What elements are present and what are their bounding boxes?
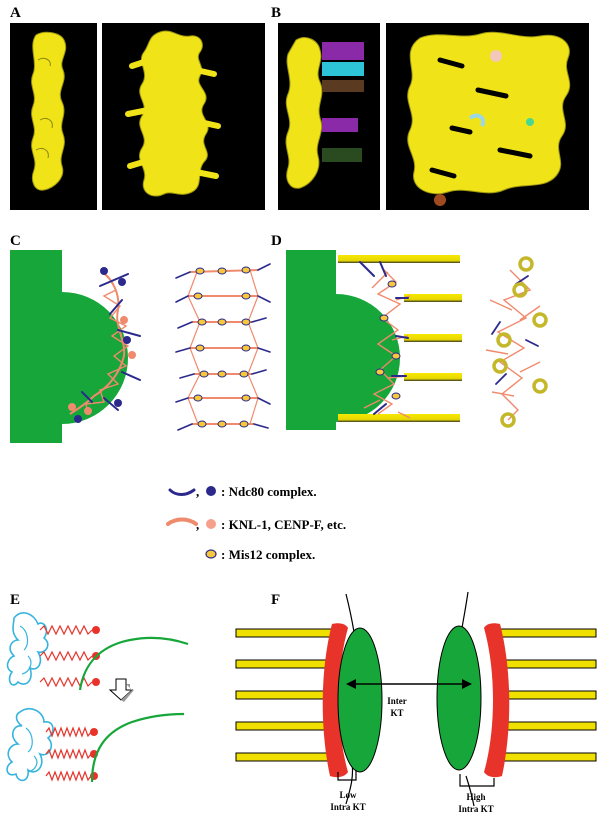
legend-knl1-rod-icon [166,517,198,526]
panel-a-density-maps [10,23,265,210]
panel-c-knl-zigzag [85,275,130,415]
panel-b-fit-green [322,148,362,162]
panel-f-left-outer-kinetochore [322,623,348,778]
legend-ndc80-dot-icon [206,486,216,496]
panel-c-ndc80-dots [74,267,131,423]
panel-c-ndc80-rods [81,273,141,411]
panel-d-microtubules [338,255,462,422]
panel-b-fit-rust [434,194,446,206]
panel-e-down-arrow-icon [108,678,134,701]
legend-item-knl1: , : KNL-1, CENP-F, etc. [166,517,346,532]
panel-f-high-bracket [459,774,495,787]
panel-c-knl-network [69,271,126,415]
panel-e-arrow-shadow [121,684,134,702]
panel-e-diagram [6,612,189,783]
panel-e-bottom-chromatin-fold [25,727,38,773]
legend-ndc80-label: : Ndc80 complex. [221,484,317,499]
panel-e-bottom-springs [45,726,92,782]
panel-b-fit-cyan [322,62,364,76]
panel-f-inter-kt-arrow-icon [346,679,472,689]
legend-knl1-separator: , [196,517,199,532]
panel-d-diagram [286,250,548,430]
panel-f-right-outer-kinetochore [484,623,510,778]
panel-e-top-microtubule [78,636,189,691]
panel-f-right-chromatid-lines [461,591,475,807]
panel-e-top-chromatin-fold [19,625,32,675]
panel-b-density-left [285,37,323,189]
panel-b-fit-purple [322,42,364,60]
panel-c-kinetochore-body [10,250,128,443]
panel-letter-a: A [10,5,21,21]
panel-letter-d: D [271,233,282,249]
panel-b-density-gaps [429,57,533,179]
legend-mis12-icon [205,549,217,559]
panel-a-density-arms [125,57,221,179]
panel-c-ladder [175,263,271,431]
panel-d-kinetochore-body [286,250,400,430]
panel-c-knl-dots [68,316,136,415]
panel-e-bottom-microtubule [90,712,185,783]
panel-f-inter-label-1: Inter [387,696,407,706]
panel-d-mis12-dots [375,280,401,400]
legend-item-mis12: : Mis12 complex. [205,547,315,562]
legend-mis12-label: : Mis12 complex. [221,547,315,562]
legend: , : Ndc80 complex. , : KNL-1, CENP-F, et… [166,484,346,562]
panel-f-inter-label-2: KT [390,708,403,718]
panel-b-fit-teal [526,118,534,126]
panel-f-high-label-1: High [466,792,485,802]
legend-item-ndc80: , : Ndc80 complex. [168,484,317,499]
panel-f-right-inner-kinetochore [436,625,482,771]
panel-d-ndc80-rods [359,261,409,415]
panel-letter-b: B [271,5,281,21]
panel-letter-e: E [10,592,20,608]
panel-d-right-branches [485,299,541,397]
panel-a-density-left [31,31,67,191]
panel-letter-f: F [271,592,280,608]
legend-knl1-label: : KNL-1, CENP-F, etc. [221,517,346,532]
legend-knl1-dot-icon [206,519,216,529]
panel-f-high-label-2: Intra KT [458,804,493,814]
panel-d-right-ndc80 [491,275,539,385]
legend-ndc80-separator: , [196,484,199,499]
panel-b-fit-pink [490,50,502,62]
panel-f-left-inner-kinetochore [337,627,383,773]
panel-c-diagram [10,250,271,443]
panel-e-top-chromatin [6,612,49,686]
panel-d-knl-network [372,267,402,415]
legend-ndc80-rod-icon [168,488,196,496]
panel-b-fit-brown [322,80,364,92]
panel-f-low-bracket [337,770,357,781]
panel-b-fit-purple-2 [322,118,358,132]
panel-f-low-label-2: Intra KT [330,802,365,812]
panel-letter-c: C [10,233,21,249]
panel-d-right-network [496,269,532,421]
panel-a-density-detail [35,57,53,159]
panel-f-right-microtubules [493,628,597,762]
panel-b-fit-lightblue [468,113,485,127]
panel-d-rings [492,256,548,428]
panel-f-diagram: Inter KT Low Intra KT High Intra KT [235,591,597,814]
panel-a-density-right [139,30,209,197]
panel-b-density-maps [278,23,589,210]
panel-e-bottom-chromatin [6,707,54,782]
panel-f-low-label-1: Low [339,790,357,800]
